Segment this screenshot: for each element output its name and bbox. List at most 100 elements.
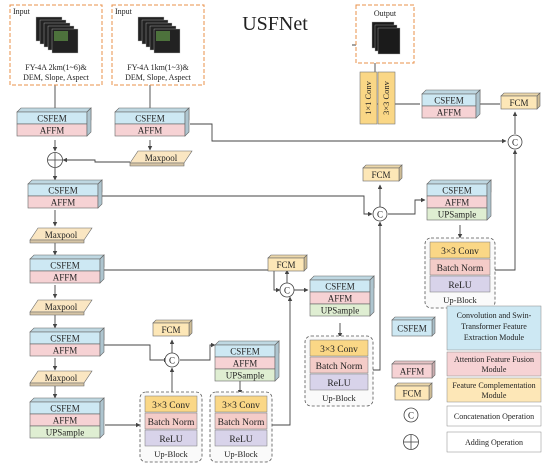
fcm-1-face [152,322,190,337]
legend-add-desc: Adding Operation [465,438,523,447]
link-upblock4-concat4 [495,149,518,271]
upblock-1-relu-label: ReLU [159,435,182,445]
legend-add-box [446,431,542,453]
link-upblock3-concat3 [373,221,383,371]
legend-affm-desc: Module [482,365,507,374]
upblock-2-bn [214,412,268,430]
input-2-label: Input [115,7,133,16]
encoder-1-depth [97,179,103,209]
maxpool-3-edge [29,382,85,387]
legend-add-symbol [403,434,419,450]
legend-concat-symbol: C [403,407,419,423]
input-1-caption2: DEM, Slope, Aspect [23,73,90,82]
upblock-3-bn [309,356,369,374]
decoder-3-depth [486,179,492,221]
maxpool-1-edge [29,239,85,244]
legend-fcm-swatch-face [394,385,430,401]
encoder-4-depth-side [99,397,105,439]
concat-1-label: C [169,355,175,365]
fcm-1: FCM [152,319,193,337]
maxpool-3: Maxpool [29,370,93,387]
maxpool-branch2-label: Maxpool [145,153,178,163]
encoder-4-csfem-label: CSFEM [50,403,80,413]
maxpool-1: Maxpool [29,227,93,244]
upblock-2-caption: Up-Block [224,449,258,459]
link-enc2-concat2 [95,269,281,293]
stack-input2-csfem-label: CSFEM [135,113,165,123]
conv-1x1-box [359,71,378,125]
encoder-1-csfem-top [27,179,103,185]
legend-affm-swatch-side [431,360,436,379]
concat-2: C [279,282,295,298]
diagram-title: USFNet [242,13,308,35]
upblock-4-relu [429,275,491,293]
fcm-2-side [303,254,308,272]
legend-fcm-box [446,377,542,403]
concat-2-circle [279,282,295,298]
legend-csfem-swatch-top [391,316,436,321]
upblock-3-conv [309,339,369,357]
maxpool-2-edge [29,311,85,316]
decoder-3-upsample: UPSample [426,207,488,221]
decoder-2-affm-label: AFFM [328,293,353,303]
stack-input1-affm-label: AFFM [40,125,65,135]
input-1-tint [54,31,68,41]
legend-csfem-swatch: CSFEM [391,316,436,337]
concat-3: C [372,206,388,222]
conv-3x3-label: 3×3 Conv [381,80,391,115]
conv-3x3-box [377,71,396,125]
encoder-1-depth-side [97,179,103,209]
legend-csfem-swatch-label: CSFEM [397,323,427,333]
upblock-2-conv [214,395,268,413]
encoder-2-depth-side [99,254,105,284]
concat-4-circle [507,134,523,150]
encoder-3-csfem: CSFEM [29,327,105,345]
fcm-3: FCM [362,164,403,182]
legend-csfem-desc: Extraction Module [464,333,525,342]
fcm-1-side [188,319,193,337]
link-branch2-concat-top [190,123,507,144]
decoder-2-depth-side [369,275,375,317]
encoder-4-affm-label: AFFM [53,415,78,425]
encoder-2-csfem-label: CSFEM [50,260,80,270]
decoder-3-affm-label: AFFM [445,197,470,207]
stack-input2-affm-label: AFFM [138,125,163,135]
upblock-4-conv [429,241,491,259]
output-layer [377,27,401,55]
decoder-4-csfem-label: CSFEM [434,95,464,105]
link-upblock2-concat2 [267,296,293,426]
concat-1-circle [164,352,180,368]
decoder-1-affm: AFFM [214,356,276,370]
upblock-1-relu [144,429,198,447]
decoder-1-depth-side [274,340,280,382]
encoder-1-affm-label: AFFM [51,197,76,207]
decoder-1-csfem-label: CSFEM [230,346,260,356]
fcm-4: FCM [500,92,541,110]
upblock-2-conv-label: 3×3 Conv [222,401,260,411]
encoder-4-depth [99,397,105,439]
encoder-4-csfem: CSFEM [29,397,105,415]
legend: Convolution and Swin-Transformer Feature… [446,305,542,453]
decoder-2-csfem-top [309,275,375,281]
upblock-2-relu-label: ReLU [229,435,252,445]
legend-affm-box [446,351,542,377]
encoder-3-affm: AFFM [29,343,101,357]
fcm-4-top [500,92,541,97]
encoder-3-affm-label: AFFM [53,345,78,355]
stack-input1-affm: AFFM [16,123,88,137]
decoder-1-upsample-label: UPSample [226,370,265,380]
encoder-1-csfem: CSFEM [27,179,103,197]
maxpool-2: Maxpool [29,299,93,316]
concat-4-label: C [512,137,518,147]
legend-csfem-box [446,305,542,351]
decoder-4-csfem: CSFEM [421,89,481,107]
fcm-1-top [152,319,193,324]
decoder-4-depth [475,89,481,119]
decoder-1-depth [274,340,280,382]
fcm-2-label: FCM [276,260,295,270]
maxpool-branch2: Maxpool [129,150,193,167]
fcm-3-top [362,164,403,169]
